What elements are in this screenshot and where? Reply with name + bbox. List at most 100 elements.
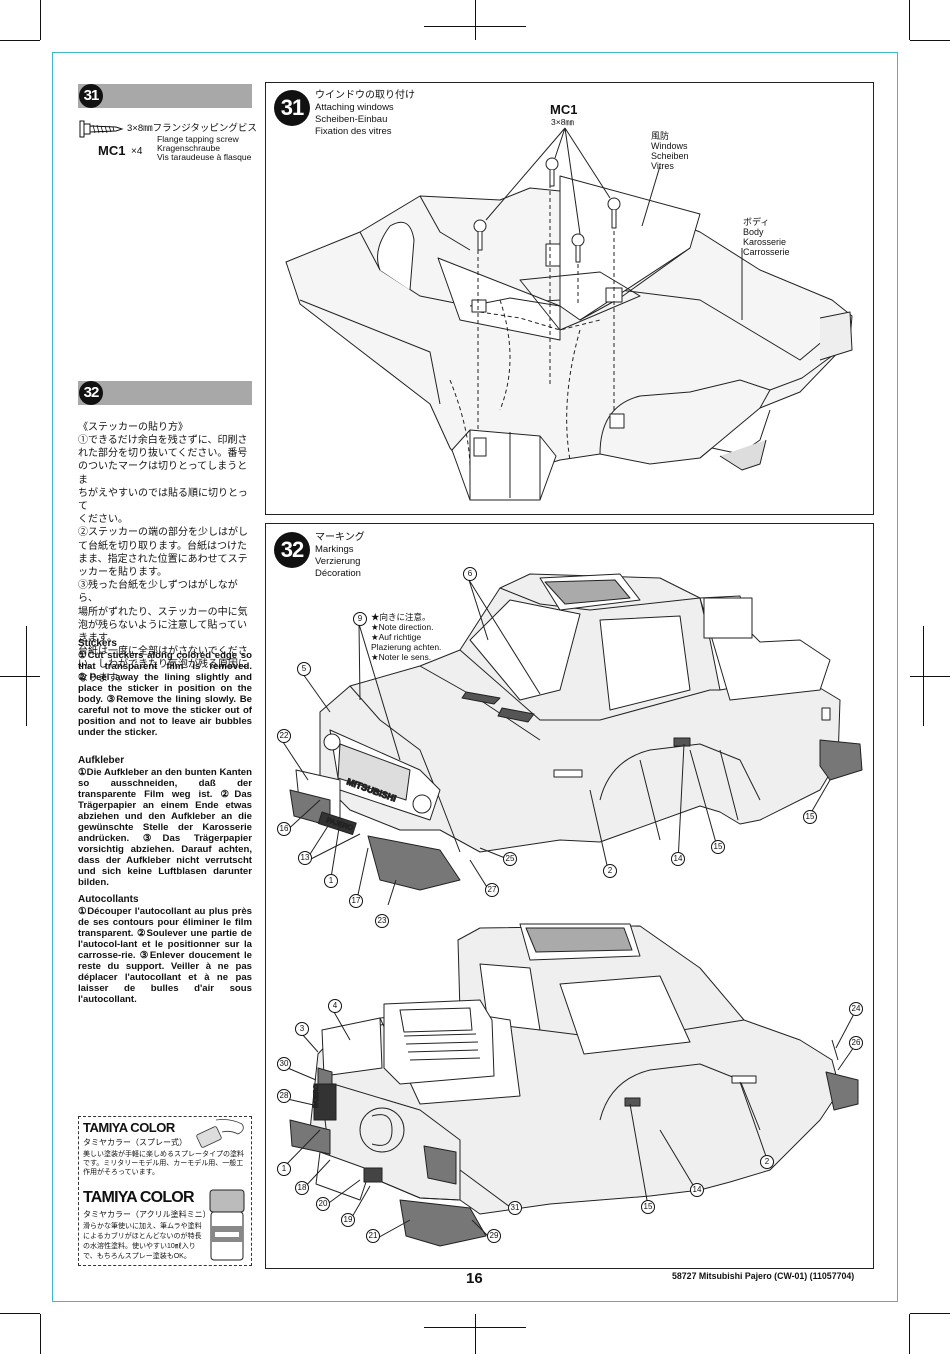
callout-rear: 1: [277, 1162, 291, 1176]
body-label-fr: Carrosserie: [743, 247, 790, 257]
crop-mark: [923, 626, 924, 726]
step31-title-jp: ウインドウの取り付け: [315, 90, 415, 101]
callout-front: 16: [277, 822, 291, 836]
callout-rear: 30: [277, 1057, 291, 1071]
jp-line: ちがえやすいのでは貼る順に切りとって: [78, 487, 248, 513]
callout-front: 23: [375, 914, 389, 928]
callout-front: 5: [297, 662, 311, 676]
body-label-de: Karosserie: [743, 237, 787, 247]
step32-title-fr: Décoration: [315, 568, 361, 579]
step31-title-fr: Fixation des vitres: [315, 126, 392, 137]
direction-note-de-2: Plazierung achten.: [371, 642, 442, 652]
callout-rear: 18: [295, 1181, 309, 1195]
callout-rear: 21: [366, 1229, 380, 1243]
tamiya-color-logo-spray: TAMIYA COLOR: [83, 1120, 175, 1135]
callout-front: 22: [277, 729, 291, 743]
autocollants-fr-title: Autocollants: [78, 894, 139, 905]
body-label-jp: ボディ: [743, 217, 770, 227]
direction-note-jp: ★向きに注意。: [371, 612, 431, 622]
windows-label-en: Windows: [651, 141, 688, 151]
step31-number-badge: 31: [79, 84, 103, 108]
screw-size-label: 3×8㎜: [551, 117, 574, 127]
callout-rear: 15: [641, 1200, 655, 1214]
tamiya-acrylic-description: 滑らかな筆使いに加え、筆ムラや塗料によるカブリがほとんどないのが特長の水溶性塗料…: [83, 1223, 202, 1260]
screw-quantity: ×4: [131, 146, 143, 157]
tamiya-color-logo-acrylic: TAMIYA COLOR: [83, 1189, 195, 1206]
pajero-rear-plate-text: PAJERO: [314, 1084, 320, 1108]
jp-line: 台紙は一度に全部はがさないでくださ: [78, 646, 248, 658]
crop-mark: [475, 0, 476, 40]
callout-front: 2: [603, 864, 617, 878]
flange-screw-icon: [79, 120, 124, 138]
stickers-en-text: ①Cut stickers along colored edge so that…: [78, 650, 252, 738]
windows-label-jp: 風防: [651, 131, 670, 141]
window-attachment-diagram: [285, 127, 853, 501]
callout-rear: 31: [508, 1201, 522, 1215]
windows-label-fr: Vitres: [651, 161, 674, 171]
spray-can-hand-icon: [196, 1119, 244, 1148]
direction-note-fr: ★Noter le sens.: [371, 652, 432, 662]
callout-rear: 4: [328, 999, 342, 1013]
jp-line: ください。: [78, 514, 128, 526]
callout-front: 27: [485, 883, 499, 897]
crop-mark: [40, 1314, 41, 1354]
callout-front: 17: [349, 894, 363, 908]
direction-note-de-1: ★Auf richtige: [371, 632, 422, 642]
crop-mark: [910, 1313, 950, 1314]
tamiya-spray-subtitle: タミヤカラー（スプレー式）: [83, 1138, 187, 1147]
screw-spec-jp: 3×8㎜フランジタッピングビス: [127, 123, 257, 134]
callout-front: 25: [503, 852, 517, 866]
jp-line: 場所がずれたり、ステッカーの中に気: [78, 606, 248, 618]
direction-note-en: ★Note direction.: [371, 622, 434, 632]
crop-mark: [40, 0, 41, 40]
callout-front: 15: [803, 810, 817, 824]
windows-label-de: Scheiben: [651, 151, 689, 161]
jp-line: まま、指定された位置にあわせてステ: [78, 553, 248, 565]
jp-line: ③残った台紙を少しずつはがしながら、: [78, 580, 238, 605]
callout-front: 6: [463, 567, 477, 581]
step32-header-bar: [78, 381, 252, 405]
jp-line: て台紙を切り取ります。台紙はつけた: [78, 540, 247, 552]
callout-rear: 24: [849, 1002, 863, 1016]
crop-mark: [0, 676, 40, 677]
product-footer-label: 58727 Mitsubishi Pajero (CW-01) (1105770…: [672, 1271, 855, 1281]
front-view-markings-diagram: MITSUBISHI PAJERO: [282, 573, 863, 905]
callout-rear: 3: [295, 1022, 309, 1036]
callout-rear: 29: [487, 1229, 501, 1243]
jp-line: なります。: [78, 672, 127, 684]
crop-mark: [0, 1313, 40, 1314]
step32-title-jp: マーキング: [315, 532, 365, 543]
aufkleber-de-text: ①Die Aufkleber an den bunten Kanten so a…: [78, 767, 252, 888]
rear-view-markings-diagram: PAJERO: [282, 923, 859, 1247]
callout-rear: 14: [690, 1183, 704, 1197]
crop-mark: [909, 0, 910, 40]
jp-line: ①できるだけ余白を残さずに、印刷さ: [78, 435, 248, 446]
jp-line: ②ステッカーの端の部分を少しはがし: [78, 527, 248, 539]
crop-mark: [909, 1314, 910, 1354]
step31-title-en: Attaching windows: [315, 102, 394, 113]
step32-number-badge: 32: [79, 381, 103, 405]
callout-rear: 2: [760, 1155, 774, 1169]
callout-front: 15: [711, 840, 725, 854]
step31-title-de: Scheiben-Einbau: [315, 114, 388, 125]
callout-front: 13: [298, 851, 312, 865]
sticker-instructions-jp-title: 《ステッカーの貼り方》: [78, 422, 188, 433]
crop-mark: [26, 626, 27, 726]
callout-rear: 28: [277, 1089, 291, 1103]
step32-diagram-badge: 32: [274, 532, 310, 568]
step32-title-de: Verzierung: [315, 556, 361, 567]
callout-front: 1: [324, 874, 338, 888]
jp-line: れた部分を切り抜いてください。番号: [78, 448, 248, 460]
paint-jar-icon: [209, 1189, 245, 1261]
callout-front: 9: [353, 612, 367, 626]
step31-diagram-badge: 31: [274, 90, 310, 126]
jp-line: 泡が残らないように注意して貼ってい: [78, 619, 247, 631]
body-label-en: Body: [743, 227, 764, 237]
screw-part-code: MC1: [98, 143, 126, 158]
page-number: 16: [466, 1270, 483, 1287]
sticker-instructions-jp: ①できるだけ余白を残さずに、印刷さ れた部分を切り抜いてください。番号 のついた…: [78, 434, 254, 685]
step32-title-en: Markings: [315, 544, 354, 555]
jp-line: い。しわができたり気泡が残る原因に: [78, 659, 248, 671]
callout-rear: 20: [316, 1197, 330, 1211]
screw-code-label: MC1: [550, 102, 578, 117]
